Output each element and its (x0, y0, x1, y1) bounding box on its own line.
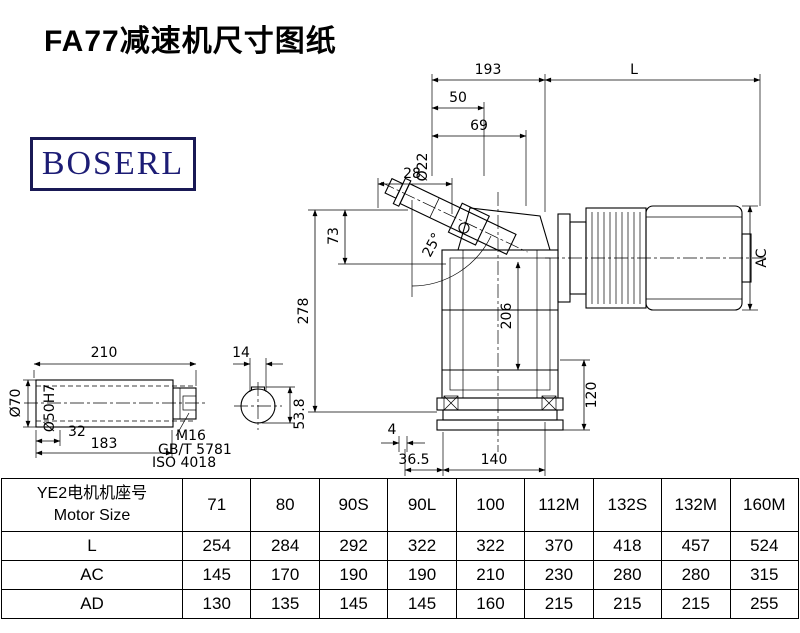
value-cell: 418 (592, 531, 663, 561)
row-label: AD (1, 589, 183, 619)
value-cell: 457 (661, 531, 731, 561)
value-cell: 322 (387, 531, 457, 561)
bolt-hole (458, 222, 470, 234)
dim-4: 4 (388, 422, 397, 438)
value-cell: 145 (318, 589, 389, 619)
boserl-logo: BOSERL (30, 137, 196, 191)
table-row-AC: AC 145 170 190 190 210 230 280 280 315 (1, 560, 799, 590)
value-cell: 280 (592, 560, 663, 590)
dim-206: 206 (499, 303, 515, 330)
center-lines (381, 182, 768, 452)
value-cell: 254 (181, 531, 252, 561)
dim-28: 28 (403, 166, 421, 182)
shaft-section-view (234, 382, 282, 430)
value-cell: 215 (661, 589, 731, 619)
size-column-header: 100 (455, 478, 526, 532)
output-shaft-detail (24, 379, 206, 437)
flange-bolt-marker (443, 395, 459, 411)
dim-dia50h7: Ø50H7 (42, 384, 58, 432)
value-cell: 190 (387, 560, 457, 590)
dimension-labels: 193 L 50 69 28 Ø22 25° 73 278 206 AC 120… (8, 62, 770, 471)
boserl-logo-text: BOSERL (41, 145, 185, 182)
value-cell: 284 (250, 531, 320, 561)
table-header-motor-size: YE2电机机座号 Motor Size (1, 478, 183, 532)
value-cell: 210 (455, 560, 526, 590)
value-cell: 370 (524, 531, 594, 561)
dim-73: 73 (326, 227, 342, 245)
table-row-AD: AD 130 135 145 145 160 215 215 215 255 (1, 589, 799, 619)
dim-36-5: 36.5 (398, 452, 429, 468)
dim-69: 69 (470, 118, 488, 134)
dim-14: 14 (232, 345, 250, 361)
value-cell: 160 (455, 589, 526, 619)
size-column-header: 71 (181, 478, 252, 532)
value-cell: 230 (524, 560, 594, 590)
input-shaft (384, 177, 517, 256)
motor-fins (591, 212, 641, 304)
motor-size-table: YE2电机机座号 Motor Size 71 80 90S 90L 100 11… (1, 478, 799, 619)
dim-32: 32 (68, 424, 86, 440)
dim-dia70: Ø70 (8, 389, 24, 418)
dimension-lines (23, 74, 761, 476)
value-cell: 315 (729, 560, 799, 590)
dim-L: L (630, 62, 638, 78)
dim-53-8: 53.8 (292, 398, 308, 429)
standard-iso: ISO 4018 (152, 455, 216, 471)
dim-50: 50 (449, 90, 467, 106)
value-cell: 145 (387, 589, 457, 619)
standard-gb: GB/T 5781 (158, 442, 232, 458)
thread-callout-m16: M16 (176, 428, 206, 444)
value-cell: 280 (661, 560, 731, 590)
size-column-header: 90L (387, 478, 457, 532)
table-header-cn: YE2电机机座号 (36, 485, 148, 502)
size-column-header: 112M (524, 478, 594, 532)
size-column-header: 132M (661, 478, 731, 532)
value-cell: 135 (250, 589, 320, 619)
technical-drawing: 193 L 50 69 28 Ø22 25° 73 278 206 AC 120… (8, 62, 770, 476)
dim-183: 183 (91, 436, 118, 452)
table-header-en: Motor Size (53, 507, 131, 524)
size-column-header: 90S (318, 478, 389, 532)
dim-193: 193 (475, 62, 502, 78)
value-cell: 215 (592, 589, 663, 619)
row-label: L (1, 531, 183, 561)
size-column-header: 132S (592, 478, 663, 532)
flange-bolt-marker (541, 395, 557, 411)
value-cell: 292 (318, 531, 389, 561)
value-cell: 255 (729, 589, 799, 619)
value-cell: 170 (250, 560, 320, 590)
dim-210: 210 (91, 345, 118, 361)
dim-120: 120 (584, 382, 600, 409)
dim-140: 140 (481, 452, 508, 468)
size-column-header: 80 (250, 478, 320, 532)
row-label: AC (1, 560, 183, 590)
gearbox-housing (436, 207, 564, 431)
table-row-L: L 254 284 292 322 322 370 418 457 524 (1, 531, 799, 561)
value-cell: 145 (181, 560, 252, 590)
motor (557, 205, 752, 311)
value-cell: 524 (729, 531, 799, 561)
table-header-row: YE2电机机座号 Motor Size 71 80 90S 90L 100 11… (1, 478, 799, 532)
dim-AC: AC (754, 248, 770, 267)
value-cell: 215 (524, 589, 594, 619)
value-cell: 322 (455, 531, 526, 561)
value-cell: 130 (181, 589, 252, 619)
dim-dia22: Ø22 (415, 153, 431, 182)
size-column-header: 160M (729, 478, 799, 532)
page-title: FA77减速机尺寸图纸 (44, 25, 337, 58)
value-cell: 190 (318, 560, 389, 590)
dim-278: 278 (296, 298, 312, 325)
